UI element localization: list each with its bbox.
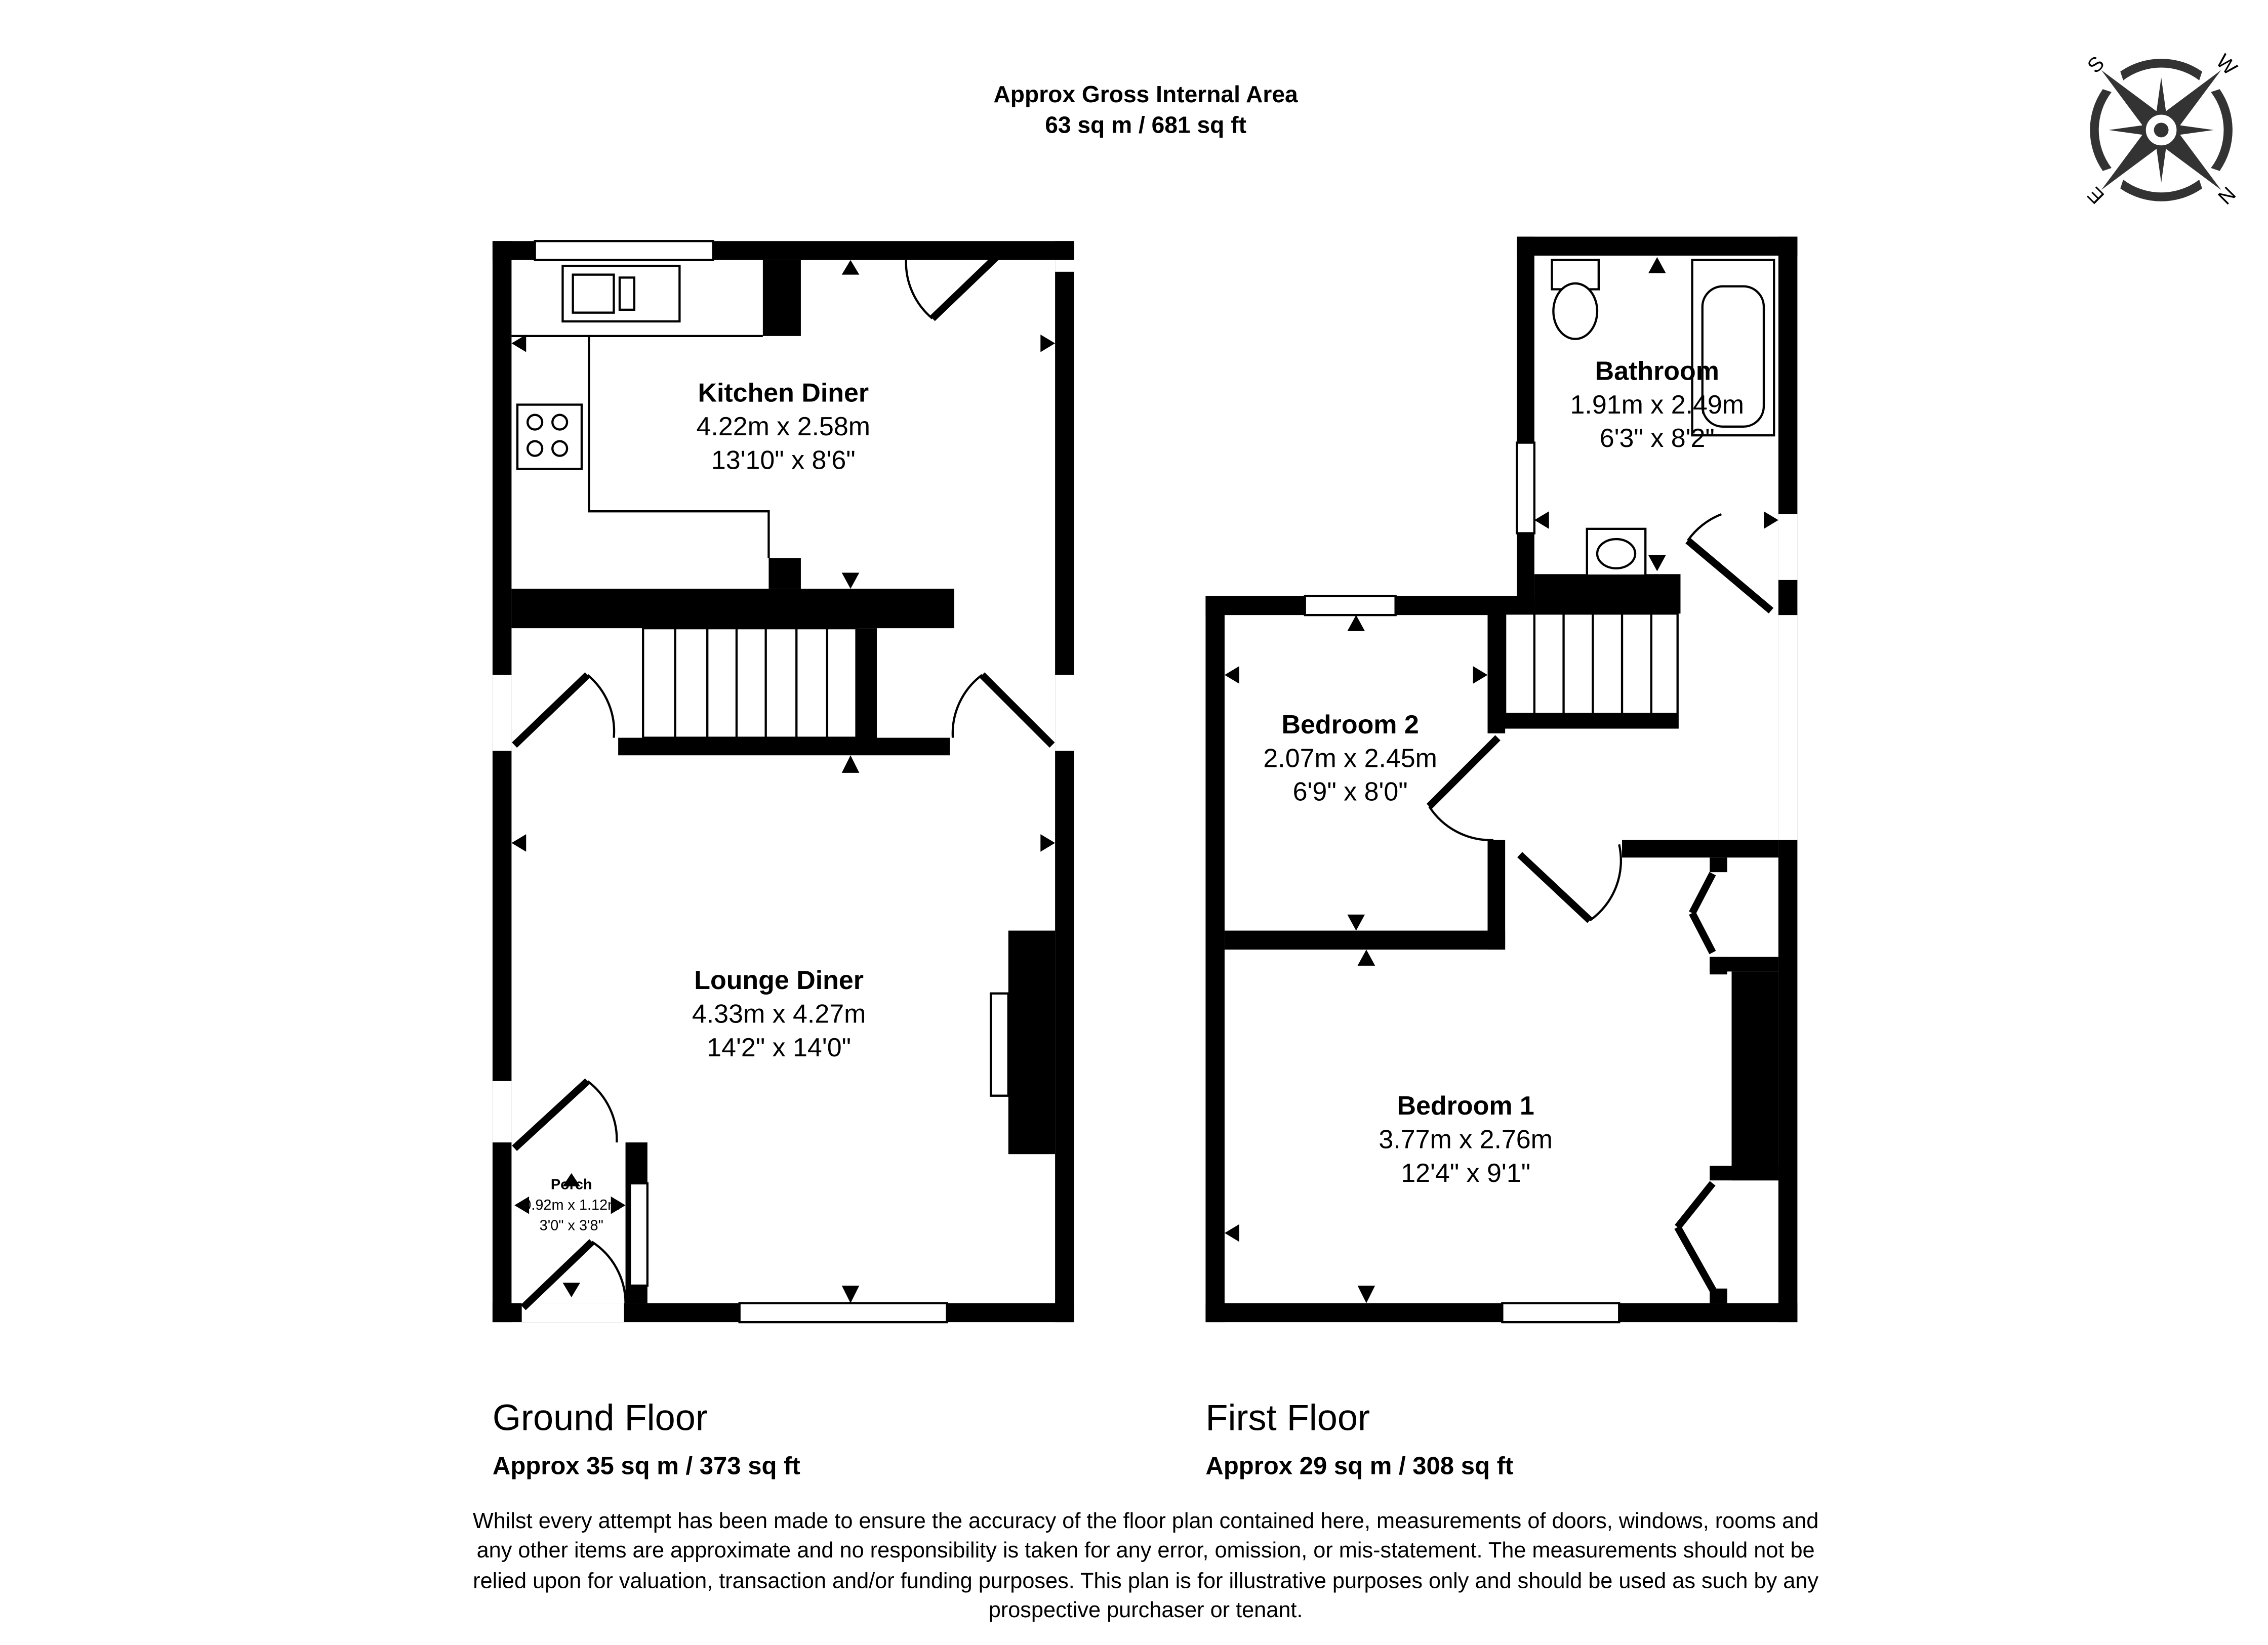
room-kitchen-diner: Kitchen Diner 4.22m x 2.58m 13'10" x 8'6… [697, 379, 871, 475]
disclaimer-line: Whilst every attempt has been made to en… [473, 1509, 1818, 1533]
room-lounge-diner: Lounge Diner 4.33m x 4.27m 14'2" x 14'0" [692, 966, 866, 1062]
room-name: Kitchen Diner [698, 379, 869, 408]
room-metric: 4.22m x 2.58m [697, 412, 871, 441]
gross-area-title: Approx Gross Internal Area [993, 81, 1298, 107]
room-name: Bathroom [1595, 356, 1719, 386]
room-porch: Porch 0.92m x 1.12m 3'0" x 3'8" [523, 1176, 620, 1233]
room-metric: 3.77m x 2.76m [1379, 1125, 1553, 1155]
ground-floor-area: Approx 35 sq m / 373 sq ft [493, 1452, 800, 1479]
ground-floor-title: Ground Floor [493, 1398, 708, 1438]
room-bathroom: Bathroom 1.91m x 2.49m 6'3" x 8'2" [1570, 356, 1745, 453]
room-imperial: 12'4" x 9'1" [1401, 1159, 1530, 1188]
ground-floor-plan [492, 240, 1074, 1324]
disclaimer-line: prospective purchaser or tenant. [989, 1598, 1303, 1622]
room-name: Lounge Diner [694, 966, 864, 995]
first-floor-title: First Floor [1205, 1398, 1370, 1438]
room-metric: 4.33m x 4.27m [692, 999, 866, 1029]
disclaimer-line: any other items are approximate and no r… [477, 1538, 1815, 1562]
room-name: Bedroom 2 [1282, 710, 1419, 739]
first-floor-plan [1205, 236, 1798, 1324]
room-imperial: 3'0" x 3'8" [540, 1217, 603, 1233]
gross-area-value: 63 sq m / 681 sq ft [1045, 112, 1246, 138]
compass-icon: S W N E [2083, 50, 2242, 209]
room-imperial: 6'3" x 8'2" [1600, 424, 1715, 453]
room-metric: 2.07m x 2.45m [1263, 744, 1437, 773]
disclaimer-line: relied upon for valuation, transaction a… [473, 1569, 1818, 1593]
disclaimer: Whilst every attempt has been made to en… [473, 1509, 1818, 1622]
room-metric: 1.91m x 2.49m [1570, 390, 1745, 420]
room-bedroom-1: Bedroom 1 3.77m x 2.76m 12'4" x 9'1" [1379, 1091, 1553, 1188]
room-imperial: 13'10" x 8'6" [711, 446, 856, 475]
room-bedroom-2: Bedroom 2 2.07m x 2.45m 6'9" x 8'0" [1263, 710, 1437, 807]
room-imperial: 6'9" x 8'0" [1293, 777, 1408, 807]
first-floor-area: Approx 29 sq m / 308 sq ft [1205, 1452, 1513, 1479]
room-name: Bedroom 1 [1397, 1091, 1534, 1121]
room-imperial: 14'2" x 14'0" [707, 1033, 851, 1062]
room-name: Porch [551, 1176, 592, 1192]
room-metric: 0.92m x 1.12m [523, 1197, 620, 1213]
